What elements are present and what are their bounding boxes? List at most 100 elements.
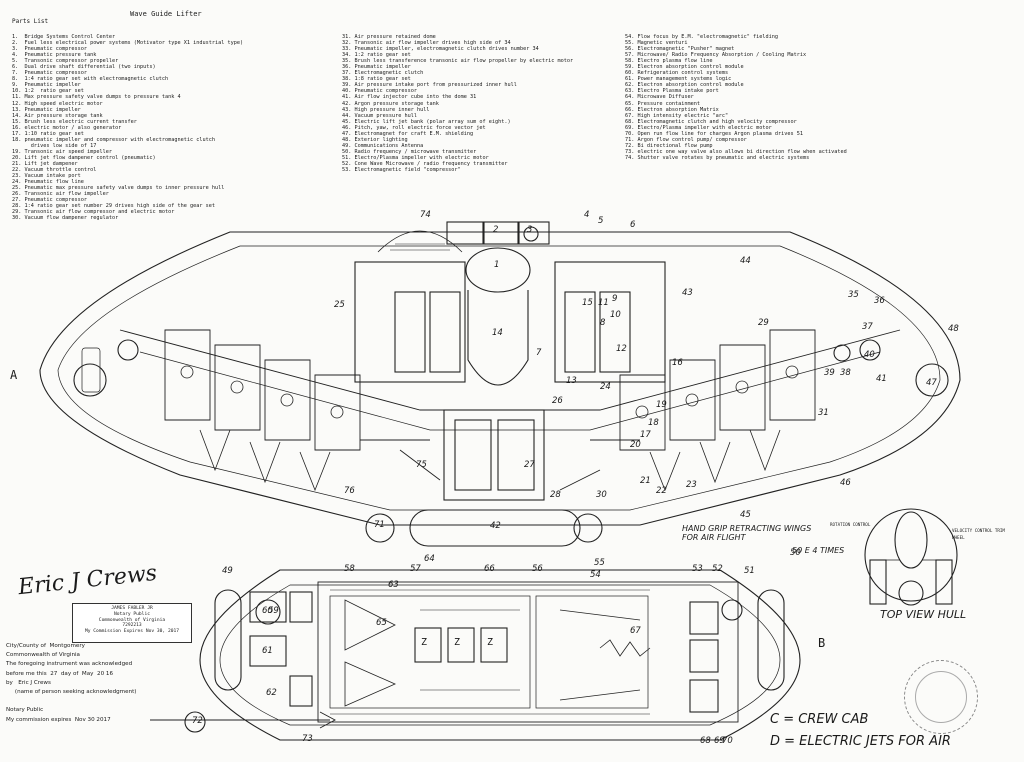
part-list-item: 18. pneumatic impeller and compressor wi…: [12, 136, 216, 143]
callout-number: 56: [532, 564, 543, 574]
part-list-item: 59. Electron absorption control module: [625, 64, 744, 71]
part-list-item: 45. Electric lift jet bank (polar array …: [342, 118, 511, 125]
callout-number: 68: [700, 736, 711, 746]
callout-number: 49: [222, 566, 233, 576]
rotation-control-note: ROTATION CONTROL: [830, 522, 871, 527]
part-list-item: 37. Electromagnetic clutch: [342, 70, 424, 77]
callout-number: 67: [630, 626, 641, 636]
callout-number: 26: [552, 396, 563, 406]
callout-number: 41: [876, 374, 887, 384]
part-list-item: 61. Power management systems logic: [625, 76, 732, 83]
callout-number: 46: [840, 478, 851, 488]
callout-number: 59: [268, 606, 279, 616]
notary-line: [6, 697, 137, 706]
callout-number: 57: [410, 564, 421, 574]
part-list-item: 55. Magnetic venturi: [625, 40, 688, 47]
callout-number: 30: [596, 490, 607, 500]
callout-number: 73: [302, 734, 313, 744]
callout-number: 6: [630, 220, 636, 230]
callout-number: 17: [640, 430, 651, 440]
part-list-item: 1. Bridge Systems Control Center: [12, 34, 116, 40]
part-list-item: 28. 1:4 ratio gear set number 29 drives …: [12, 203, 216, 210]
part-list-item: 65. Pressure containment: [625, 100, 700, 107]
callout-number: 44: [740, 256, 751, 266]
callout-number: 55: [594, 558, 605, 568]
callout-number: 72: [192, 716, 203, 726]
part-list-item: 73. electric one way valve also allows b…: [625, 148, 847, 155]
callout-number: 4: [584, 210, 590, 220]
callout-number: 2: [493, 225, 499, 235]
notary-line: Notary Public: [6, 707, 44, 714]
part-list-item: 43. High pressure inner hull: [342, 106, 430, 113]
callout-number: 40: [864, 350, 875, 360]
part-list-item: 10. 1:2 ratio gear set: [12, 88, 84, 95]
callout-number: 9: [612, 294, 618, 304]
callout-number: 36: [874, 296, 885, 306]
part-list-item: 19. Transonic air speed impeller: [12, 148, 112, 155]
part-list-item: 11. Max pressure safety valve dumps to p…: [12, 94, 181, 101]
part-list-item: 5. Transonic compressor propeller: [12, 58, 119, 65]
callout-number: 18: [648, 418, 659, 428]
callout-number: 10: [610, 310, 621, 320]
callout-number: 16: [672, 358, 683, 368]
part-list-item: 14. Air pressure storage tank: [12, 112, 103, 119]
part-list-item: 7. Pneumatic compressor: [12, 70, 87, 77]
part-list-item: 22. Vacuum throttle control: [12, 167, 97, 174]
callout-number: 43: [682, 288, 693, 298]
part-list-item: 49. Communications Antenna: [342, 142, 424, 149]
stamp-line: Notary Public: [114, 611, 150, 617]
part-list-item: 33. Pneumatic impeller, electromagnetic …: [342, 46, 539, 53]
callout-number: 70: [722, 736, 733, 746]
top-view-label: TOP VIEW HULL: [880, 608, 967, 621]
callout-number: 37: [862, 322, 873, 332]
part-list-item: 67. High intensity electric "arc": [625, 112, 729, 119]
callout-number: 66: [484, 564, 495, 574]
callout-number: 58: [344, 564, 355, 574]
callout-number: 28: [550, 490, 561, 500]
part-list-item: 3. Pneumatic compressor: [12, 46, 87, 53]
part-list-item: 44. Vacuum pressure hull: [342, 112, 417, 119]
callout-number: 62: [266, 688, 277, 698]
callout-number: 50: [790, 548, 801, 558]
top-view-hull-drawing: [864, 508, 958, 606]
stamp-line: 7292213: [122, 623, 142, 629]
part-list-item: 34. 1:2 ratio gear set: [342, 52, 411, 59]
callout-number: 35: [848, 290, 859, 300]
callout-number: 14: [492, 328, 503, 338]
callout-number: 69: [714, 736, 725, 746]
part-list-item: 70. Open run flow line for charges Argon…: [625, 130, 804, 137]
callout-number: 52: [712, 564, 723, 574]
part-list-item: 2. Fuel less electrical power systems (M…: [12, 40, 244, 47]
part-list-item: 71. Argon flow control pump/ compressor: [625, 136, 747, 143]
z-label-1: Z: [421, 637, 428, 648]
stamp-line: My Commission Expires Nov 30, 2017: [84, 629, 180, 635]
part-list-item: 41. Air flow injector cube into the dome…: [342, 94, 477, 101]
part-list-item: 17. 1:10 ratio gear set: [12, 130, 84, 137]
drawing-title: Wave Guide Lifter: [130, 10, 202, 18]
z-label-3: Z: [487, 637, 494, 648]
callout-number: 51: [744, 566, 755, 576]
part-list-item: 47. Electromagnet for craft E.M. shieldi…: [342, 130, 474, 137]
part-list-item: 12. High speed electric motor: [12, 100, 103, 107]
callout-number: 31: [818, 408, 829, 418]
part-list-item: 52. Cone Wave Microwave / radio frequenc…: [342, 160, 508, 167]
part-list-item: 15. Brush less electric current transfer: [12, 118, 137, 125]
callout-number: 60: [262, 606, 273, 616]
callout-number: 5: [598, 216, 604, 226]
part-list-item: 62. Electron absorption control module: [625, 82, 744, 89]
part-list-item: 20. Lift jet flow dampener control (pneu…: [12, 154, 156, 161]
callout-number: 42: [490, 521, 501, 531]
part-list-item: 24. Pneumatic flow line: [12, 179, 84, 186]
callout-number: 61: [262, 646, 273, 656]
part-list-item: 68. Electromagnetic clutch and high velo…: [625, 118, 797, 125]
part-list-item: 46. Pitch, yaw, roll electric force vect…: [342, 124, 486, 131]
callout-number: 22: [656, 486, 667, 496]
part-list-item: 74. Shutter valve rotates by pneumatic a…: [625, 154, 810, 161]
part-list-item: 36. Pneumatic impeller: [342, 64, 411, 71]
callout-number: 3: [527, 225, 533, 235]
part-list-item: 39. Air pressure intake port from pressu…: [342, 82, 517, 89]
callout-number: 76: [344, 486, 355, 496]
